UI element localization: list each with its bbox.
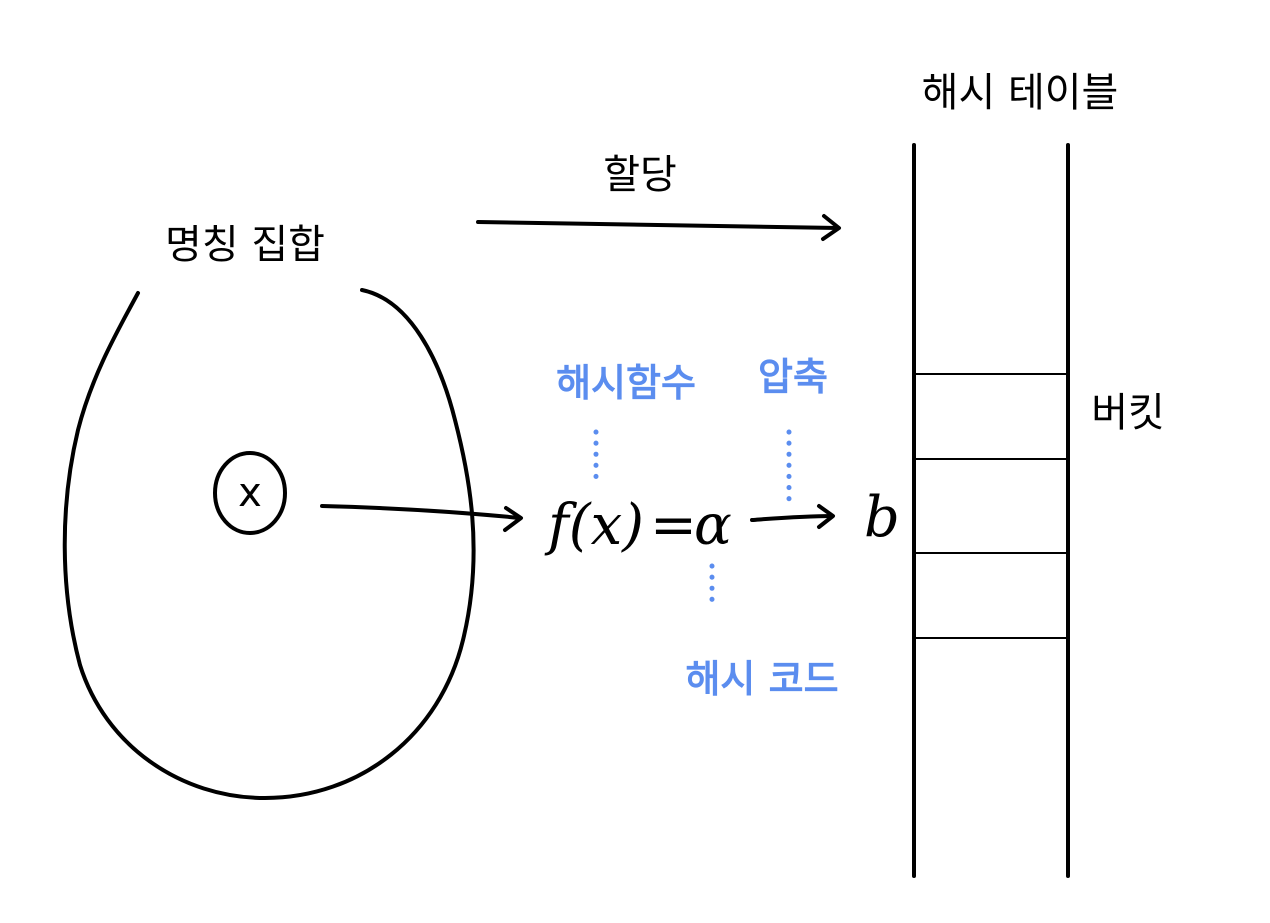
hash-table-label: 해시 테이블 (922, 70, 1119, 116)
function-expression: f(x) (544, 493, 644, 558)
arrow-to-bucket-index (750, 514, 834, 522)
arrow-to-function (320, 504, 522, 520)
hash-function-label: 해시함수 (556, 361, 696, 405)
name-set-label: 명칭 집합 (165, 222, 325, 268)
name-set-outline (62, 288, 476, 800)
alpha-symbol: α (694, 493, 732, 558)
bucket-label: 버킷 (1091, 390, 1165, 436)
assign-arrow (476, 220, 840, 230)
element-x: x (238, 470, 262, 516)
hash-code-label: 해시 코드 (685, 657, 838, 701)
assign-label: 할당 (603, 152, 677, 198)
assign-arrow-head (821, 214, 841, 241)
compression-label: 압축 (758, 355, 828, 399)
bucket-index-b: b (864, 485, 900, 550)
arrow-to-function-head (503, 506, 523, 532)
element-circle (213, 451, 287, 535)
arrow-to-bucket-index-head (817, 504, 835, 529)
equals-sign: = (650, 493, 697, 558)
